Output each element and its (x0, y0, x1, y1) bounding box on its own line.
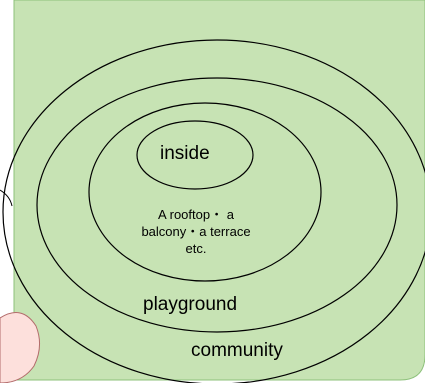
left-edge-arc (0, 190, 12, 206)
playground-label: playground (143, 294, 237, 316)
space-label: A rooftop・ a balcony・a terrace etc. (136, 206, 256, 257)
space-label-line2: balcony・a terrace (136, 223, 256, 240)
community-label: community (191, 340, 283, 362)
space-label-line1: A rooftop・ a (136, 206, 256, 223)
space-label-line3: etc. (136, 240, 256, 257)
inside-label: inside (160, 143, 210, 165)
green-panel (14, 0, 425, 380)
